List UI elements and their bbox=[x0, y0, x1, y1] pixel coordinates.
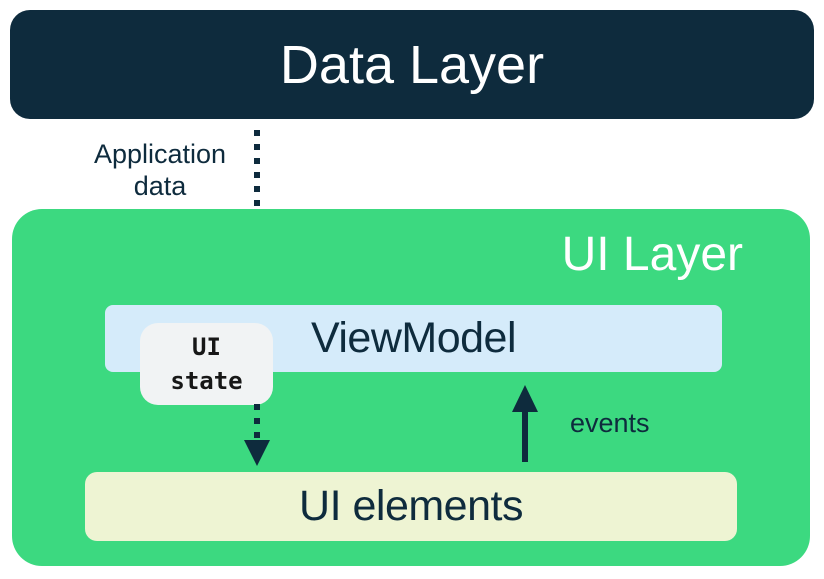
viewmodel-label: ViewModel bbox=[310, 314, 517, 362]
ui-elements-box: UI elements bbox=[85, 472, 737, 541]
ui-layer-box: UI Layer ViewModel UI state events UI el… bbox=[12, 209, 810, 566]
ui-elements-label: UI elements bbox=[299, 482, 523, 530]
ui-state-label-line1: UI bbox=[192, 333, 221, 361]
ui-state-label-line2: state bbox=[170, 367, 243, 395]
data-layer-box: Data Layer bbox=[10, 10, 814, 119]
data-layer-label: Data Layer bbox=[279, 34, 545, 95]
arrow-shaft bbox=[522, 410, 528, 462]
ui-state-chip: UI state bbox=[140, 323, 273, 405]
application-data-label-line1: Application bbox=[93, 139, 227, 169]
application-data-label: Application data bbox=[70, 138, 250, 202]
up-arrowhead-icon bbox=[512, 385, 538, 412]
dotted-line-icon bbox=[254, 130, 260, 268]
dotted-line-icon bbox=[254, 404, 260, 438]
application-data-label-line2: data bbox=[133, 171, 187, 201]
down-arrowhead-icon bbox=[244, 440, 270, 466]
ui-layer-label: UI Layer bbox=[561, 228, 743, 281]
events-label: events bbox=[570, 408, 650, 438]
